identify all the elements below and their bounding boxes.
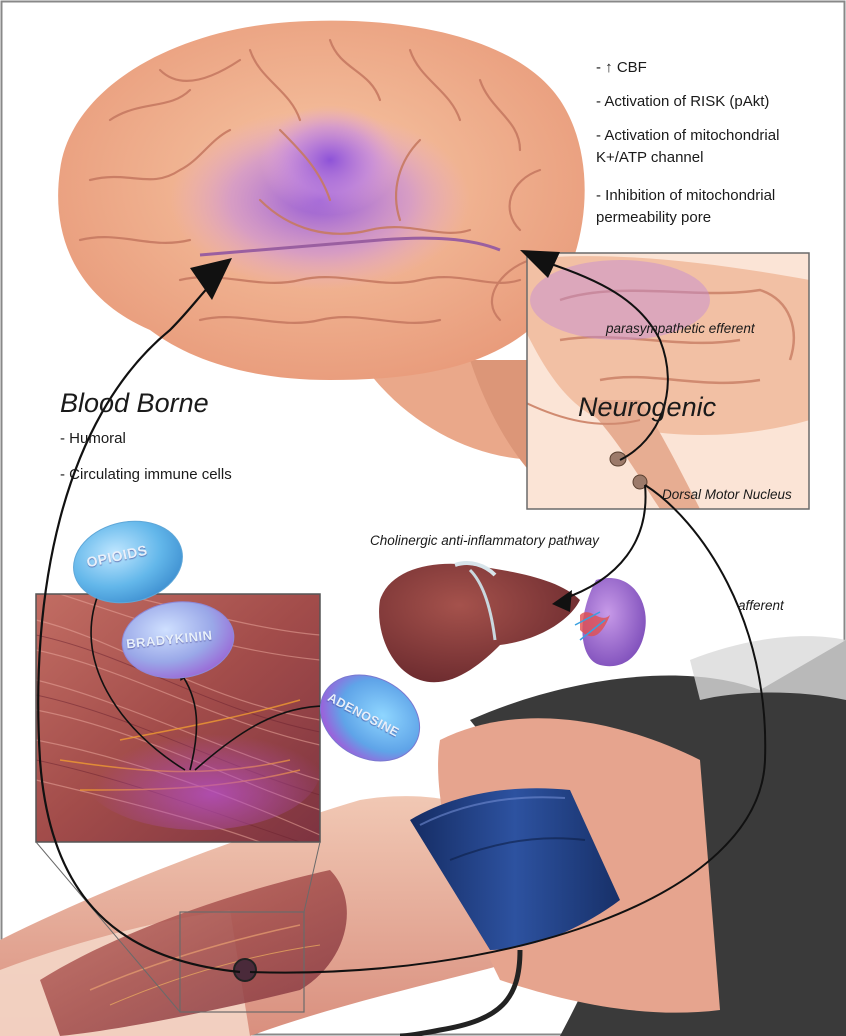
organs <box>379 563 646 682</box>
neurogenic-inset <box>520 253 810 509</box>
blood-borne-item-humoral: - Humoral <box>60 430 126 447</box>
blood-borne-item-immune-cells: - Circulating immune cells <box>60 466 232 483</box>
dorsal-motor-nucleus-label: Dorsal Motor Nucleus <box>662 487 792 502</box>
mechanism-katp-line2: K+/ATP channel <box>596 148 703 168</box>
mechanism-risk: - Activation of RISK (pAkt) <box>596 92 769 112</box>
mechanism-cbf: - ↑ CBF <box>596 58 647 78</box>
neurogenic-title: Neurogenic <box>578 392 716 423</box>
afferent-label: afferent <box>738 598 784 613</box>
mechanism-mpt-line2: permeability pore <box>596 208 711 228</box>
blood-borne-title: Blood Borne <box>60 388 209 419</box>
mechanism-katp-line1: - Activation of mitochondrial <box>596 126 779 146</box>
cholinergic-pathway-label: Cholinergic anti-inflammatory pathway <box>370 533 599 548</box>
mechanism-mpt-line1: - Inhibition of mitochondrial <box>596 186 775 206</box>
parasympathetic-efferent-label: parasympathetic efferent <box>606 321 755 336</box>
